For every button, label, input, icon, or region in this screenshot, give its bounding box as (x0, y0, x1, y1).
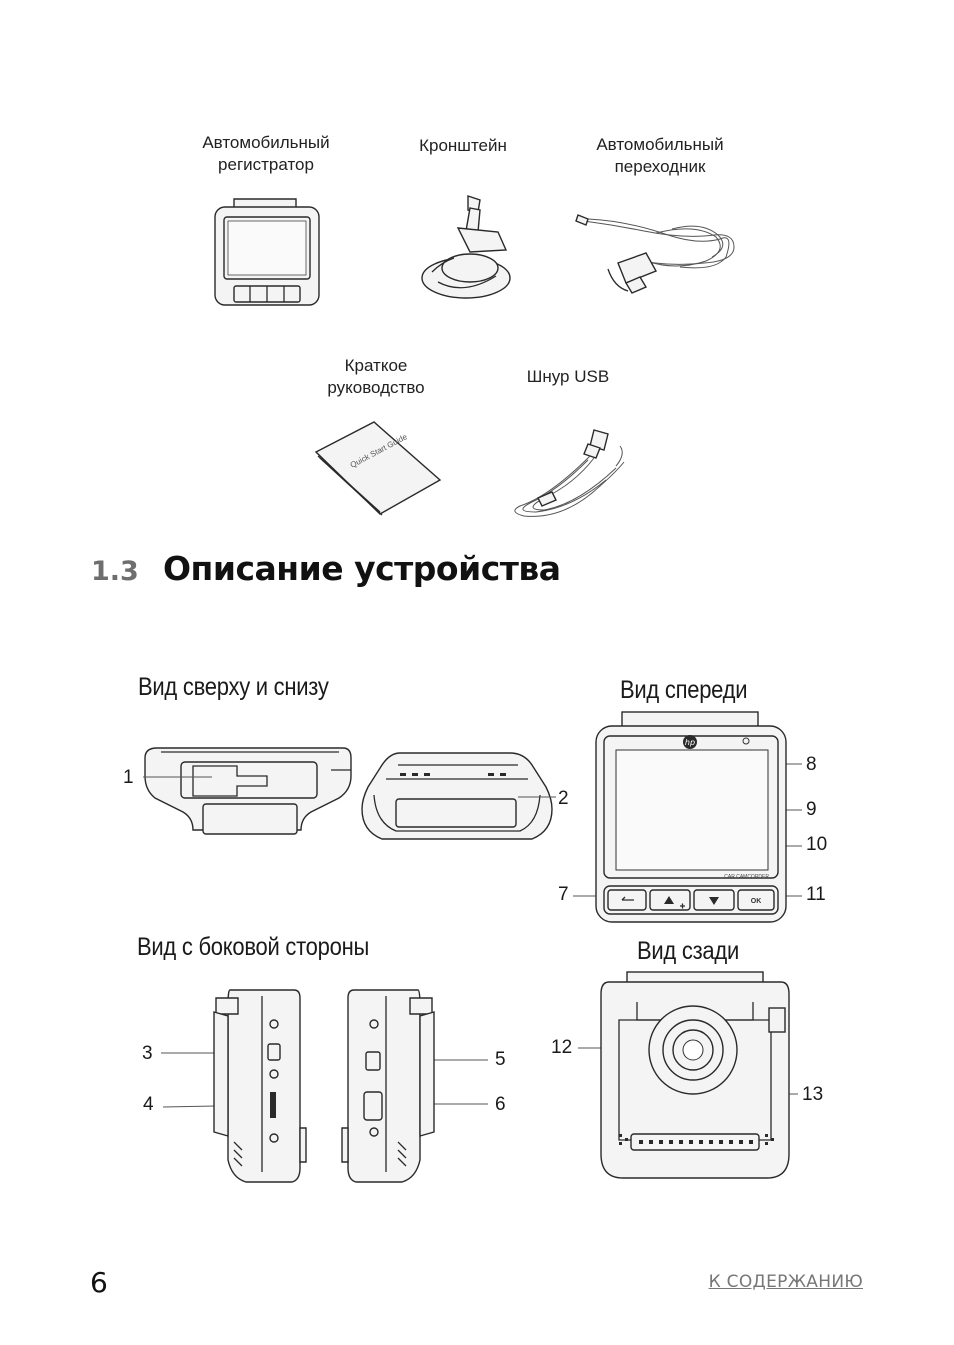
device-back-view (600, 971, 790, 1179)
item-caption-car-adapter: Автомобильный переходник (596, 135, 724, 176)
view-title-front: Вид спереди (620, 676, 748, 704)
mount-bracket-icon (421, 195, 511, 299)
view-title-back: Вид сзади (637, 937, 739, 965)
callout-1: 1 (123, 767, 134, 788)
callout-2: 2 (558, 788, 569, 809)
callout-5: 5 (495, 1049, 506, 1070)
item-caption-bracket: Кронштейн (419, 136, 507, 155)
up-arrow-icon (664, 896, 674, 904)
back-arrow-icon (621, 896, 634, 901)
page-number: 6 (90, 1266, 108, 1299)
hp-logo: hp (685, 738, 695, 747)
car-adapter-icon (575, 214, 735, 294)
device-side-view-left (213, 989, 307, 1183)
callout-8: 8 (806, 754, 817, 775)
device-side-view-right (341, 989, 435, 1183)
device-bottom-view (361, 752, 553, 840)
item-caption-usb-cable: Шнур USB (526, 367, 610, 386)
ok-icon: OK (751, 898, 762, 905)
quick-guide-icon: Quick Start Guide (314, 421, 442, 516)
callout-9: 9 (806, 799, 817, 820)
usb-cable-icon (514, 429, 625, 517)
callout-10: 10 (806, 834, 828, 855)
plus-icon (680, 903, 685, 909)
down-arrow-icon (709, 897, 719, 905)
section-number: 1.3 (91, 556, 139, 587)
item-caption-dashcam: Автомобильный регистратор (202, 133, 330, 174)
callout-13: 13 (802, 1084, 824, 1105)
table-of-contents-link[interactable]: К СОДЕРЖАНИЮ (708, 1272, 863, 1292)
item-caption-quick-guide: Краткое руководство (327, 356, 425, 397)
dashcam-icon (214, 198, 320, 306)
callout-7: 7 (558, 884, 569, 905)
view-title-side: Вид с боковой стороны (137, 933, 370, 961)
view-title-top-bottom: Вид сверху и снизу (138, 673, 329, 701)
callout-3: 3 (142, 1043, 153, 1064)
device-top-view (144, 747, 352, 835)
callout-12: 12 (551, 1037, 573, 1058)
callout-11: 11 (806, 884, 826, 905)
callout-6: 6 (495, 1094, 506, 1115)
section-title: Описание устройства (163, 549, 561, 588)
callout-4: 4 (143, 1094, 154, 1115)
model-text: CAR CAMCORDER (724, 874, 769, 880)
device-front-view: hp CAR CAMCORDER OK (595, 711, 787, 923)
